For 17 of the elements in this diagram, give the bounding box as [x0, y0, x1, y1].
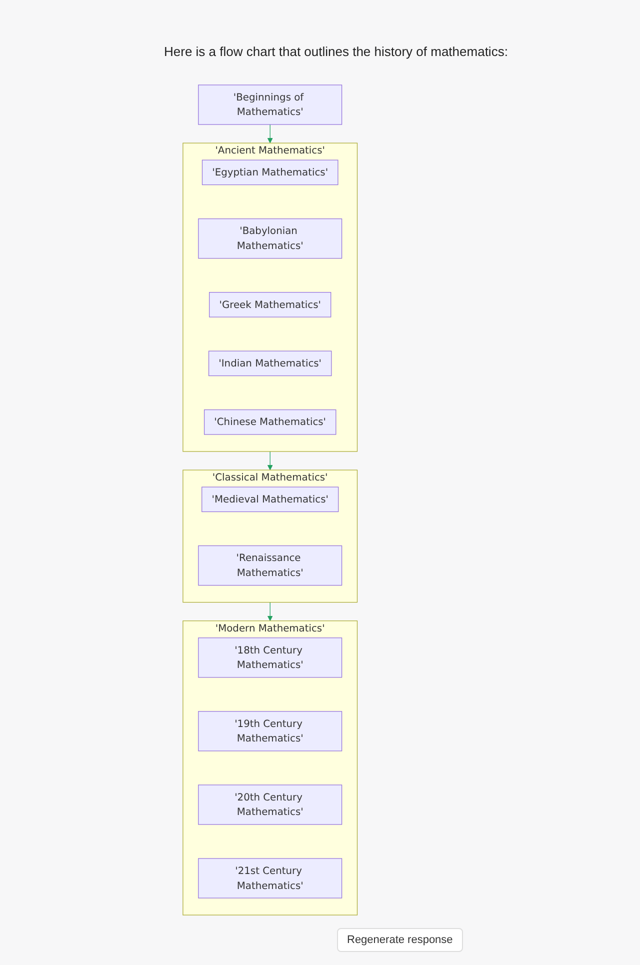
node-box: '20th Century Mathematics': [198, 784, 342, 825]
regenerate-button: Regenerate response: [337, 928, 463, 952]
arrow: [267, 451, 273, 470]
node-box: 'Medieval Mathematics': [201, 486, 339, 512]
node-box: 'Greek Mathematics': [208, 292, 332, 318]
arrow: [267, 602, 273, 622]
node-box: 'Renaissance Mathematics': [198, 545, 342, 586]
message-text: Here is a flow chart that outlines the history of mathematics:: [164, 44, 508, 59]
arrow: [267, 124, 273, 144]
node-box: 'Babylonian Mathematics': [198, 218, 342, 259]
node-box: '19th Century Mathematics': [198, 711, 342, 752]
node-box: 'Chinese Mathematics': [204, 409, 336, 435]
node-box: 'Indian Mathematics': [208, 350, 332, 376]
node-box: '21st Century Mathematics': [198, 858, 342, 898]
node-box: '18th Century Mathematics': [198, 638, 342, 678]
node-box: 'Beginnings of Mathematics': [198, 84, 342, 125]
node-box: 'Egyptian Mathematics': [202, 160, 338, 186]
